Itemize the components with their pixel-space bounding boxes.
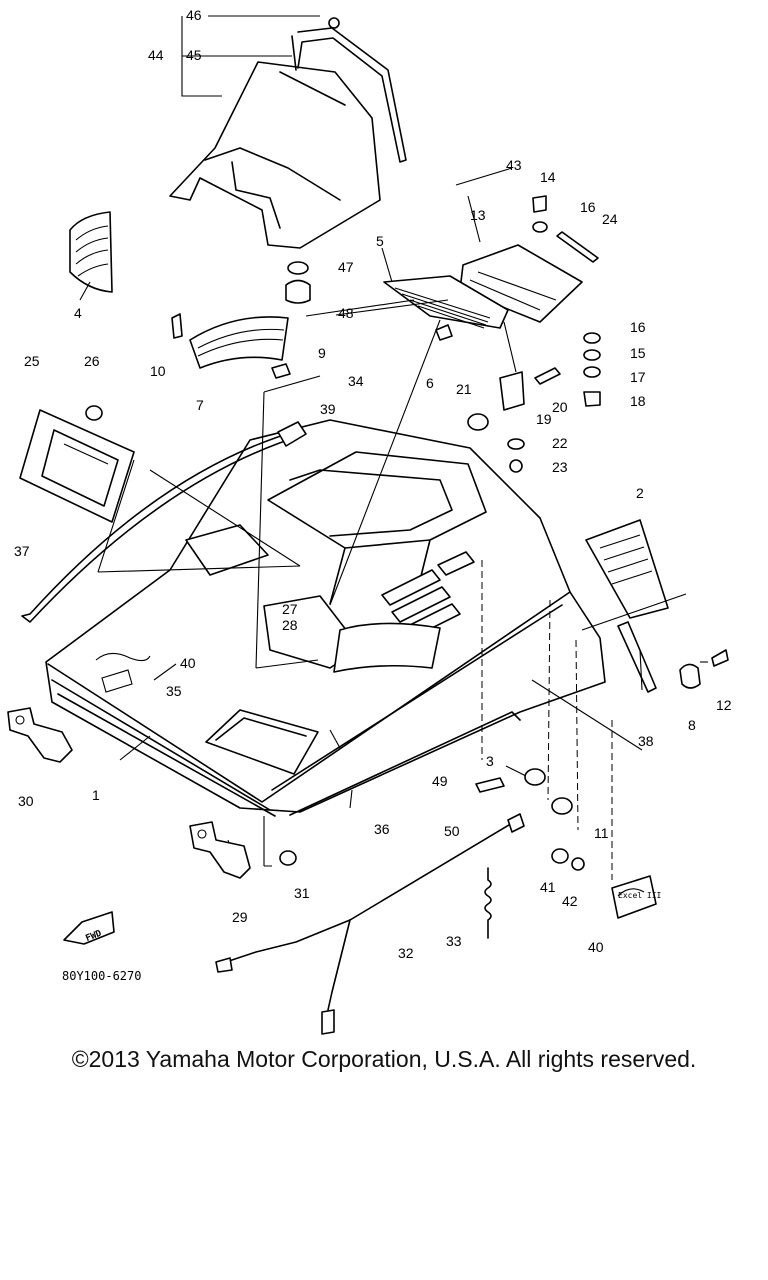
- callout: 25: [24, 353, 40, 369]
- hardware-bottom: [475, 649, 729, 871]
- front-louver: [189, 316, 289, 369]
- lid-pad: [383, 275, 509, 329]
- callout: 49: [432, 773, 448, 789]
- callout: 46: [186, 7, 202, 23]
- callout: 34: [348, 373, 364, 389]
- diagram-code: 80Y100-6270: [62, 969, 141, 983]
- callout: 16: [630, 319, 646, 335]
- callout: 30: [18, 793, 34, 809]
- callout: 9: [318, 345, 326, 361]
- callout: 11: [594, 825, 609, 841]
- callout: 19: [536, 411, 552, 427]
- callout: 24: [602, 211, 618, 227]
- callout: 14: [540, 169, 556, 185]
- callout: 43: [506, 157, 522, 173]
- callout: 31: [294, 885, 310, 901]
- callout: 23: [552, 459, 568, 475]
- callout: 6: [426, 375, 434, 391]
- callout: 38: [638, 733, 654, 749]
- windshield-trim: [291, 17, 407, 163]
- callout: 2: [636, 485, 644, 501]
- leader-lines: [79, 15, 708, 871]
- grommet-parts: [285, 261, 311, 304]
- callout: 3: [486, 753, 494, 769]
- callout: 37: [14, 543, 30, 559]
- callout: 28: [282, 617, 298, 633]
- callout: 45: [186, 47, 202, 63]
- callout: 29: [232, 909, 248, 925]
- callout: 16: [580, 199, 596, 215]
- callout: 44: [148, 47, 164, 63]
- callout: 32: [398, 945, 414, 961]
- vent-frame: [19, 409, 135, 523]
- hidden-lines: [481, 560, 613, 880]
- callout: 42: [562, 893, 578, 909]
- main-hood: [21, 419, 669, 817]
- callout: 20: [552, 399, 568, 415]
- emblem-badge: [611, 875, 657, 919]
- brackets: [7, 707, 297, 879]
- callout-labels: 46 44 45 43 14 16 24 13 5 47 48 4 16 15 …: [14, 7, 732, 961]
- windshield-shroud: [169, 61, 381, 249]
- callout: 40: [588, 939, 604, 955]
- callout: 13: [470, 207, 486, 223]
- clips: [85, 313, 291, 421]
- copyright-notice: ©2013 Yamaha Motor Corporation, U.S.A. A…: [71, 1046, 697, 1072]
- hinge-bracket: [467, 367, 561, 473]
- callout: 40: [180, 655, 196, 671]
- callout: 7: [196, 397, 204, 413]
- callout: 47: [338, 259, 354, 275]
- callout: 4: [74, 305, 82, 321]
- callout: 41: [540, 879, 556, 895]
- hardware-top: [435, 195, 601, 407]
- callout: 10: [150, 363, 166, 379]
- side-louver: [69, 211, 113, 293]
- callout: 15: [630, 345, 646, 361]
- callout: 50: [444, 823, 460, 839]
- callout: 21: [456, 381, 472, 397]
- emblem-text: Excel III: [618, 891, 662, 900]
- callout: 36: [374, 821, 390, 837]
- callout: 27: [282, 601, 298, 617]
- callout: 8: [688, 717, 696, 733]
- callout: 39: [320, 401, 336, 417]
- callout: 33: [446, 933, 462, 949]
- parts-diagram: 46 44 45 43 14 16 24 13 5 47 48 4 16 15 …: [7, 7, 732, 1035]
- callout: 26: [84, 353, 100, 369]
- callout: 35: [166, 683, 182, 699]
- callout: 22: [552, 435, 568, 451]
- callout: 17: [630, 369, 646, 385]
- callout: 12: [716, 697, 732, 713]
- fwd-arrow-icon: [63, 911, 115, 945]
- callout: 48: [338, 305, 354, 321]
- callout: 5: [376, 233, 384, 249]
- latch-cable: [215, 813, 525, 1035]
- return-spring: [484, 867, 492, 939]
- callout: 18: [630, 393, 646, 409]
- callout: 1: [92, 787, 100, 803]
